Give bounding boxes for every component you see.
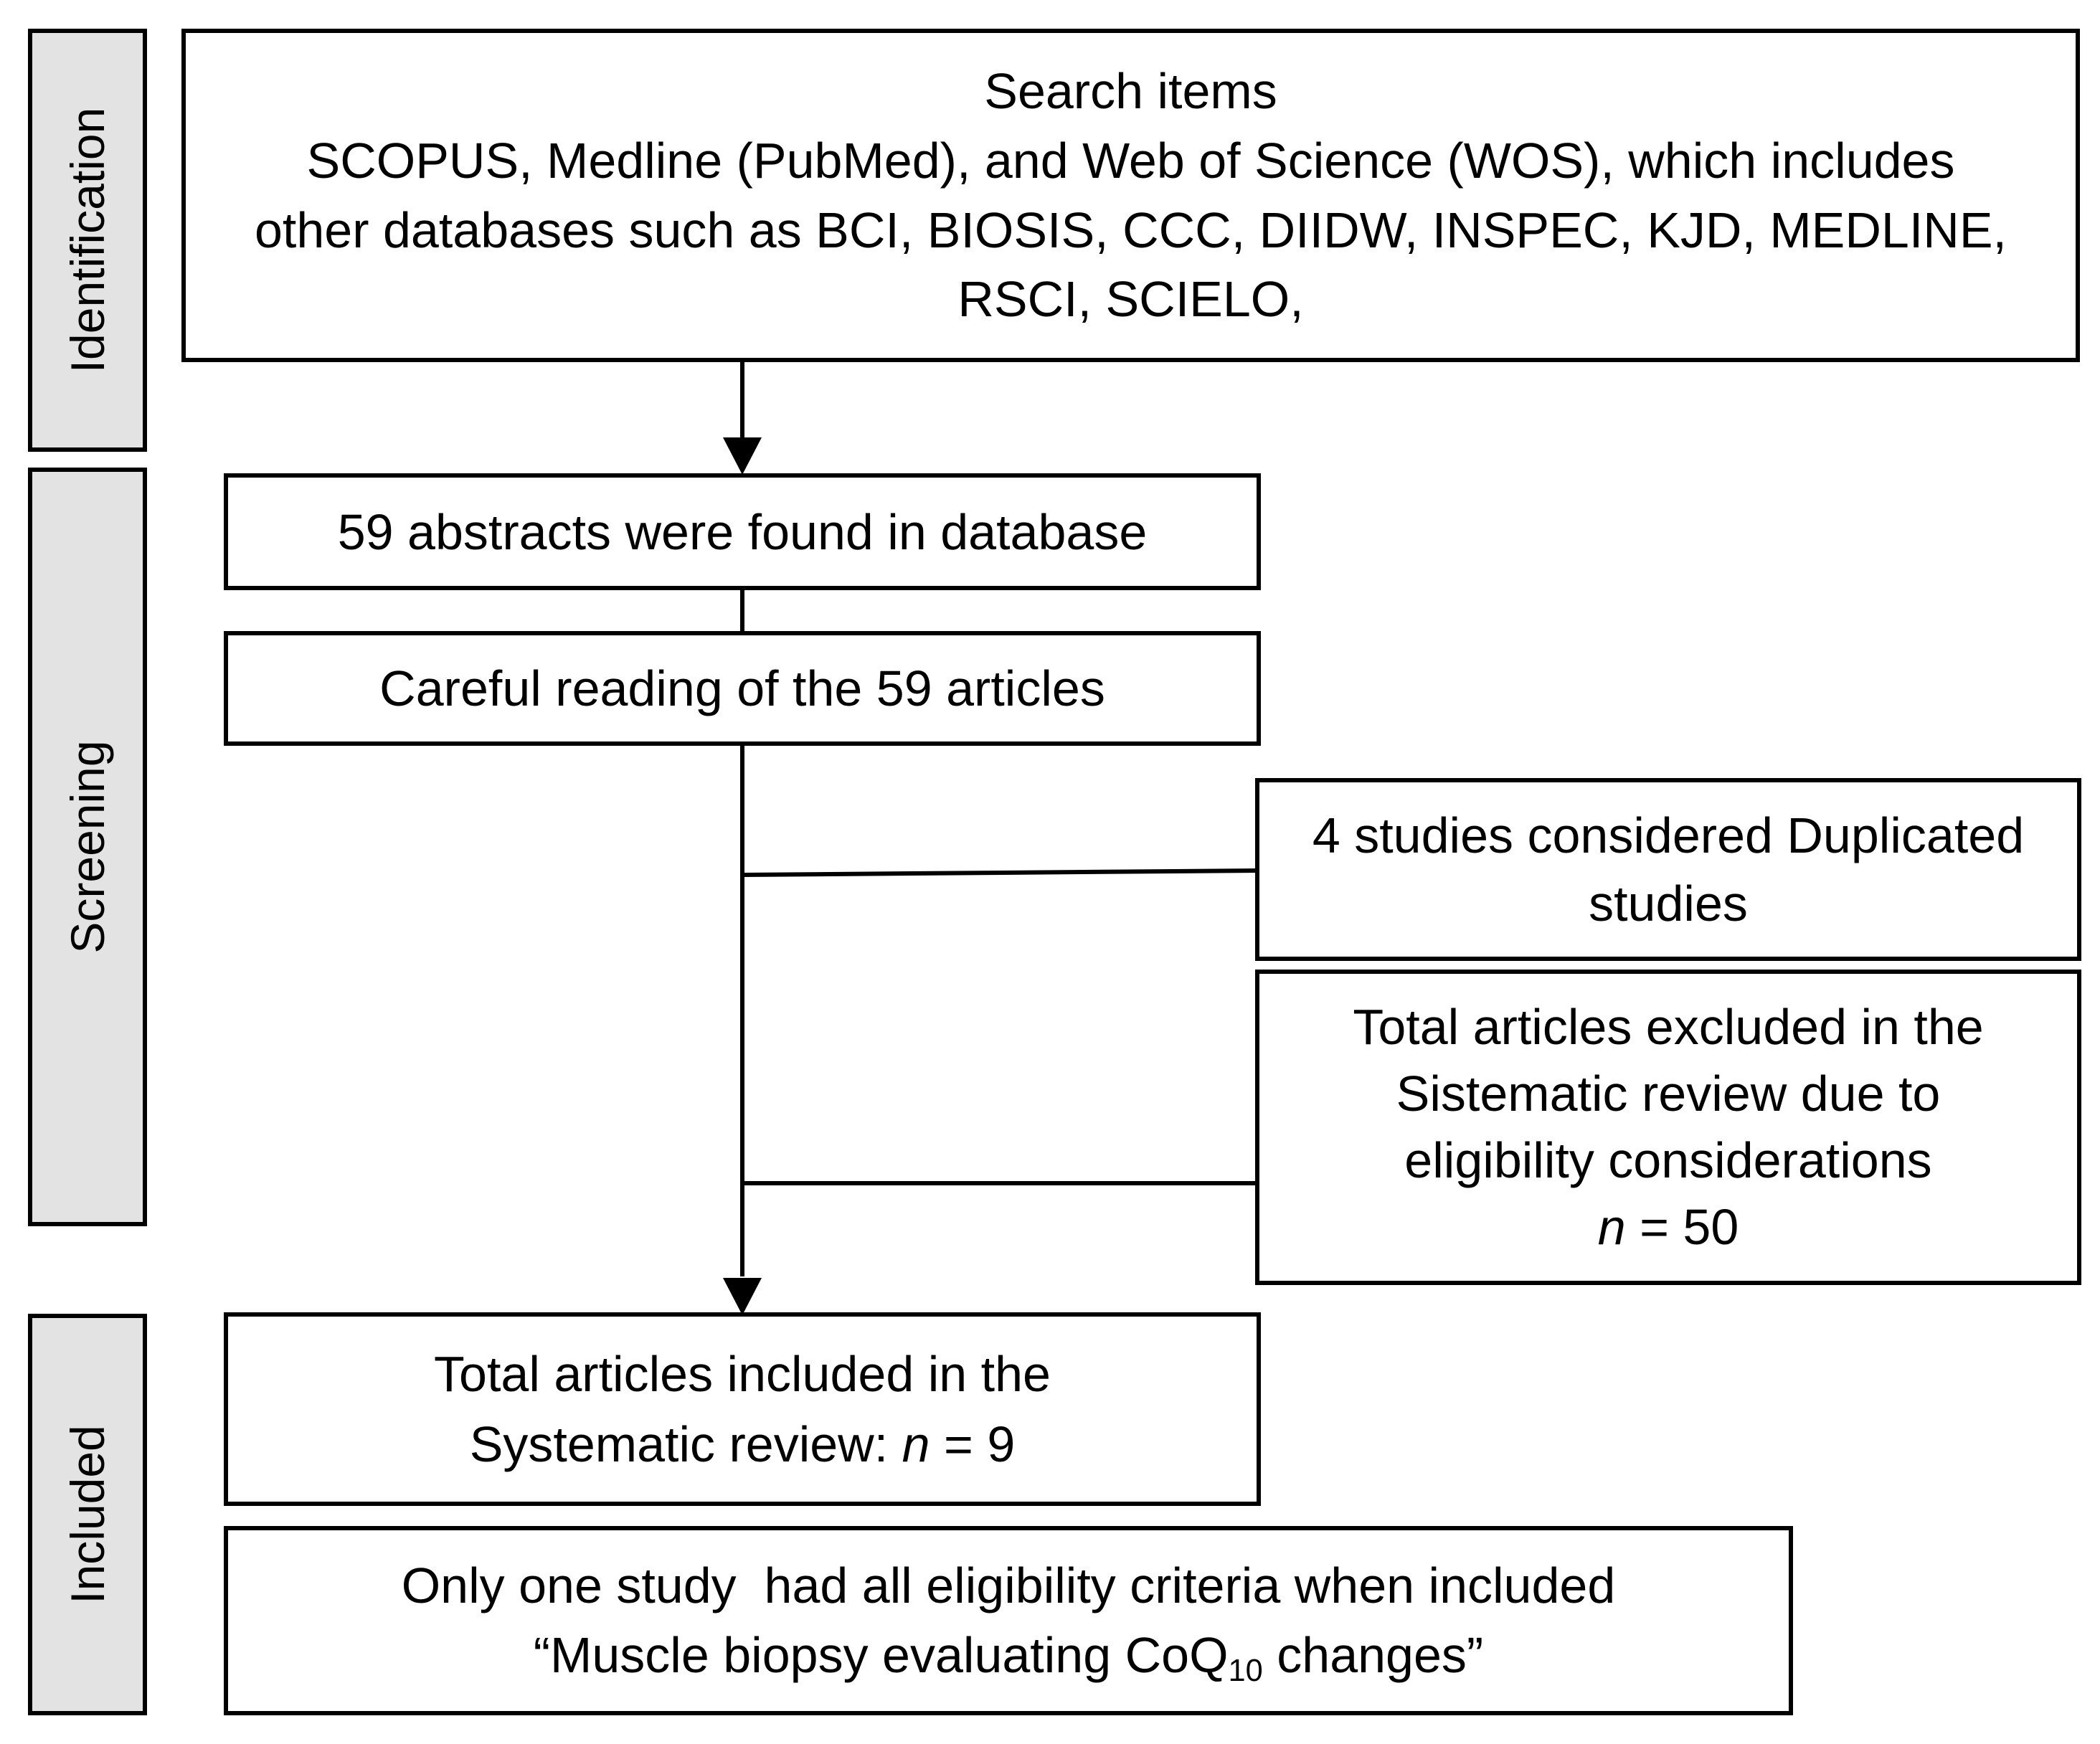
coq-subscript: 10 bbox=[1228, 1654, 1263, 1689]
excluded-articles-line-1: Total articles excluded in the bbox=[1353, 998, 1984, 1055]
careful-reading-box: Careful reading of the 59 articles bbox=[224, 631, 1261, 746]
duplicated-studies-box: 4 studies considered Duplicated studies bbox=[1255, 778, 2081, 961]
arrowhead-to-included bbox=[723, 1278, 762, 1315]
search-items-line-2: other databases such as BCI, BIOSIS, CCC… bbox=[255, 202, 2007, 258]
excluded-n-value: = 50 bbox=[1625, 1199, 1739, 1256]
only-one-study-box: Only one study had all eligibility crite… bbox=[224, 1526, 1793, 1715]
included-n-value: = 9 bbox=[930, 1416, 1016, 1472]
included-articles-prefix: Systematic review: bbox=[469, 1416, 902, 1472]
only-one-study-suffix: changes” bbox=[1262, 1627, 1484, 1683]
stage-identification: Identification bbox=[28, 29, 147, 452]
stage-screening-label: Screening bbox=[61, 740, 114, 954]
excluded-n-symbol: n bbox=[1597, 1199, 1626, 1256]
stage-included-label: Included bbox=[61, 1425, 114, 1604]
only-one-study-line-2: “Muscle biopsy evaluating CoQ10 changes” bbox=[534, 1621, 1483, 1690]
excluded-articles-line-3: eligibility considerations bbox=[1404, 1132, 1932, 1188]
only-one-study-prefix: “Muscle biopsy evaluating CoQ bbox=[533, 1627, 1229, 1683]
only-one-study-line-1: Only one study had all eligibility crite… bbox=[401, 1558, 1616, 1614]
included-articles-line-1: Total articles included in the bbox=[434, 1346, 1051, 1402]
search-items-title: Search items bbox=[984, 63, 1277, 120]
included-n-symbol: n bbox=[902, 1416, 930, 1472]
search-items-line-1: SCOPUS, Medline (PubMed), and Web of Sci… bbox=[306, 132, 1955, 189]
duplicated-studies-line-2: studies bbox=[1589, 875, 1748, 932]
stage-screening: Screening bbox=[28, 468, 147, 1226]
excluded-articles-line-2: Sistematic review due to bbox=[1396, 1065, 1941, 1122]
stage-included: Included bbox=[28, 1314, 147, 1715]
abstracts-found-box: 59 abstracts were found in database bbox=[224, 473, 1261, 590]
search-items-line-3: RSCI, SCIELO, bbox=[957, 271, 1304, 328]
included-articles-line-2: Systematic review: n = 9 bbox=[470, 1409, 1016, 1479]
excluded-articles-count: n = 50 bbox=[1598, 1194, 1739, 1261]
excluded-articles-box: Total articles excluded in the Sistemati… bbox=[1255, 970, 2081, 1285]
stage-identification-label: Identification bbox=[61, 107, 114, 374]
careful-reading-text: Careful reading of the 59 articles bbox=[379, 660, 1105, 716]
search-items-box: Search items SCOPUS, Medline (PubMed), a… bbox=[181, 29, 2080, 362]
connector-to-duplicates bbox=[742, 868, 1259, 877]
arrowhead-to-abstracts bbox=[723, 437, 762, 475]
duplicated-studies-line-1: 4 studies considered Duplicated bbox=[1312, 807, 2025, 863]
included-articles-box: Total articles included in the Systemati… bbox=[224, 1312, 1261, 1506]
abstracts-found-text: 59 abstracts were found in database bbox=[337, 503, 1148, 560]
